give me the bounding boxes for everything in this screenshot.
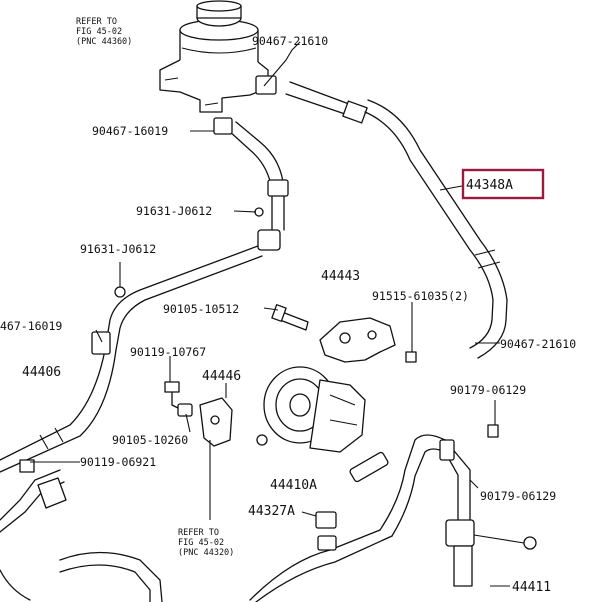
highlight-box-44348a	[461, 168, 545, 200]
label-90467-16019-left: 467-16019	[0, 319, 62, 333]
label-90467-21610-top: 90467-21610	[252, 34, 328, 48]
return-hose	[0, 117, 289, 473]
label-90467-16019-top: 90467-16019	[92, 124, 168, 138]
bracket-44446	[199, 397, 233, 447]
lower-left-pipes	[0, 459, 393, 602]
bolt-90105-10512	[271, 304, 309, 331]
pressure-hose-44348a	[285, 81, 508, 359]
label-91631-j0612-b: 91631-J0612	[80, 242, 156, 256]
label-91515-61035: 91515-61035(2)	[372, 289, 469, 303]
label-44443: 44443	[321, 269, 360, 284]
label-90119-06921: 90119-06921	[80, 455, 156, 469]
return-tube-right	[379, 424, 537, 587]
label-90467-21610-right: 90467-21610	[500, 337, 576, 351]
power-steering-pump	[256, 366, 389, 483]
label-44348a: 44348A	[466, 178, 513, 193]
label-90105-10260: 90105-10260	[112, 433, 188, 447]
refer-bottom-line-1: REFER TO	[178, 528, 219, 538]
leader-lines	[30, 41, 510, 587]
label-90179-06129-b: 90179-06129	[480, 489, 556, 503]
reservoir-tank	[159, 0, 277, 113]
label-44410a: 44410A	[270, 478, 317, 493]
refer-top-line-3: (PNC 44360)	[76, 37, 132, 47]
label-90119-10767: 90119-10767	[130, 345, 206, 359]
label-90179-06129-a: 90179-06129	[450, 383, 526, 397]
label-44411: 44411	[512, 580, 551, 595]
refer-top-line-1: REFER TO	[76, 17, 117, 27]
label-90105-10512: 90105-10512	[163, 302, 239, 316]
refer-top-line-2: FIG 45-02	[76, 27, 122, 37]
refer-bottom-line-2: FIG 45-02	[178, 538, 224, 548]
label-91631-j0612-a: 91631-J0612	[136, 204, 212, 218]
label-44406: 44406	[22, 365, 61, 380]
bracket-44443	[319, 317, 417, 363]
refer-bottom-line-3: (PNC 44320)	[178, 548, 234, 558]
label-44446: 44446	[202, 369, 241, 384]
clamp-91631	[114, 207, 264, 298]
label-44327a: 44327A	[248, 504, 295, 519]
bolt-90119-10767	[164, 381, 193, 417]
